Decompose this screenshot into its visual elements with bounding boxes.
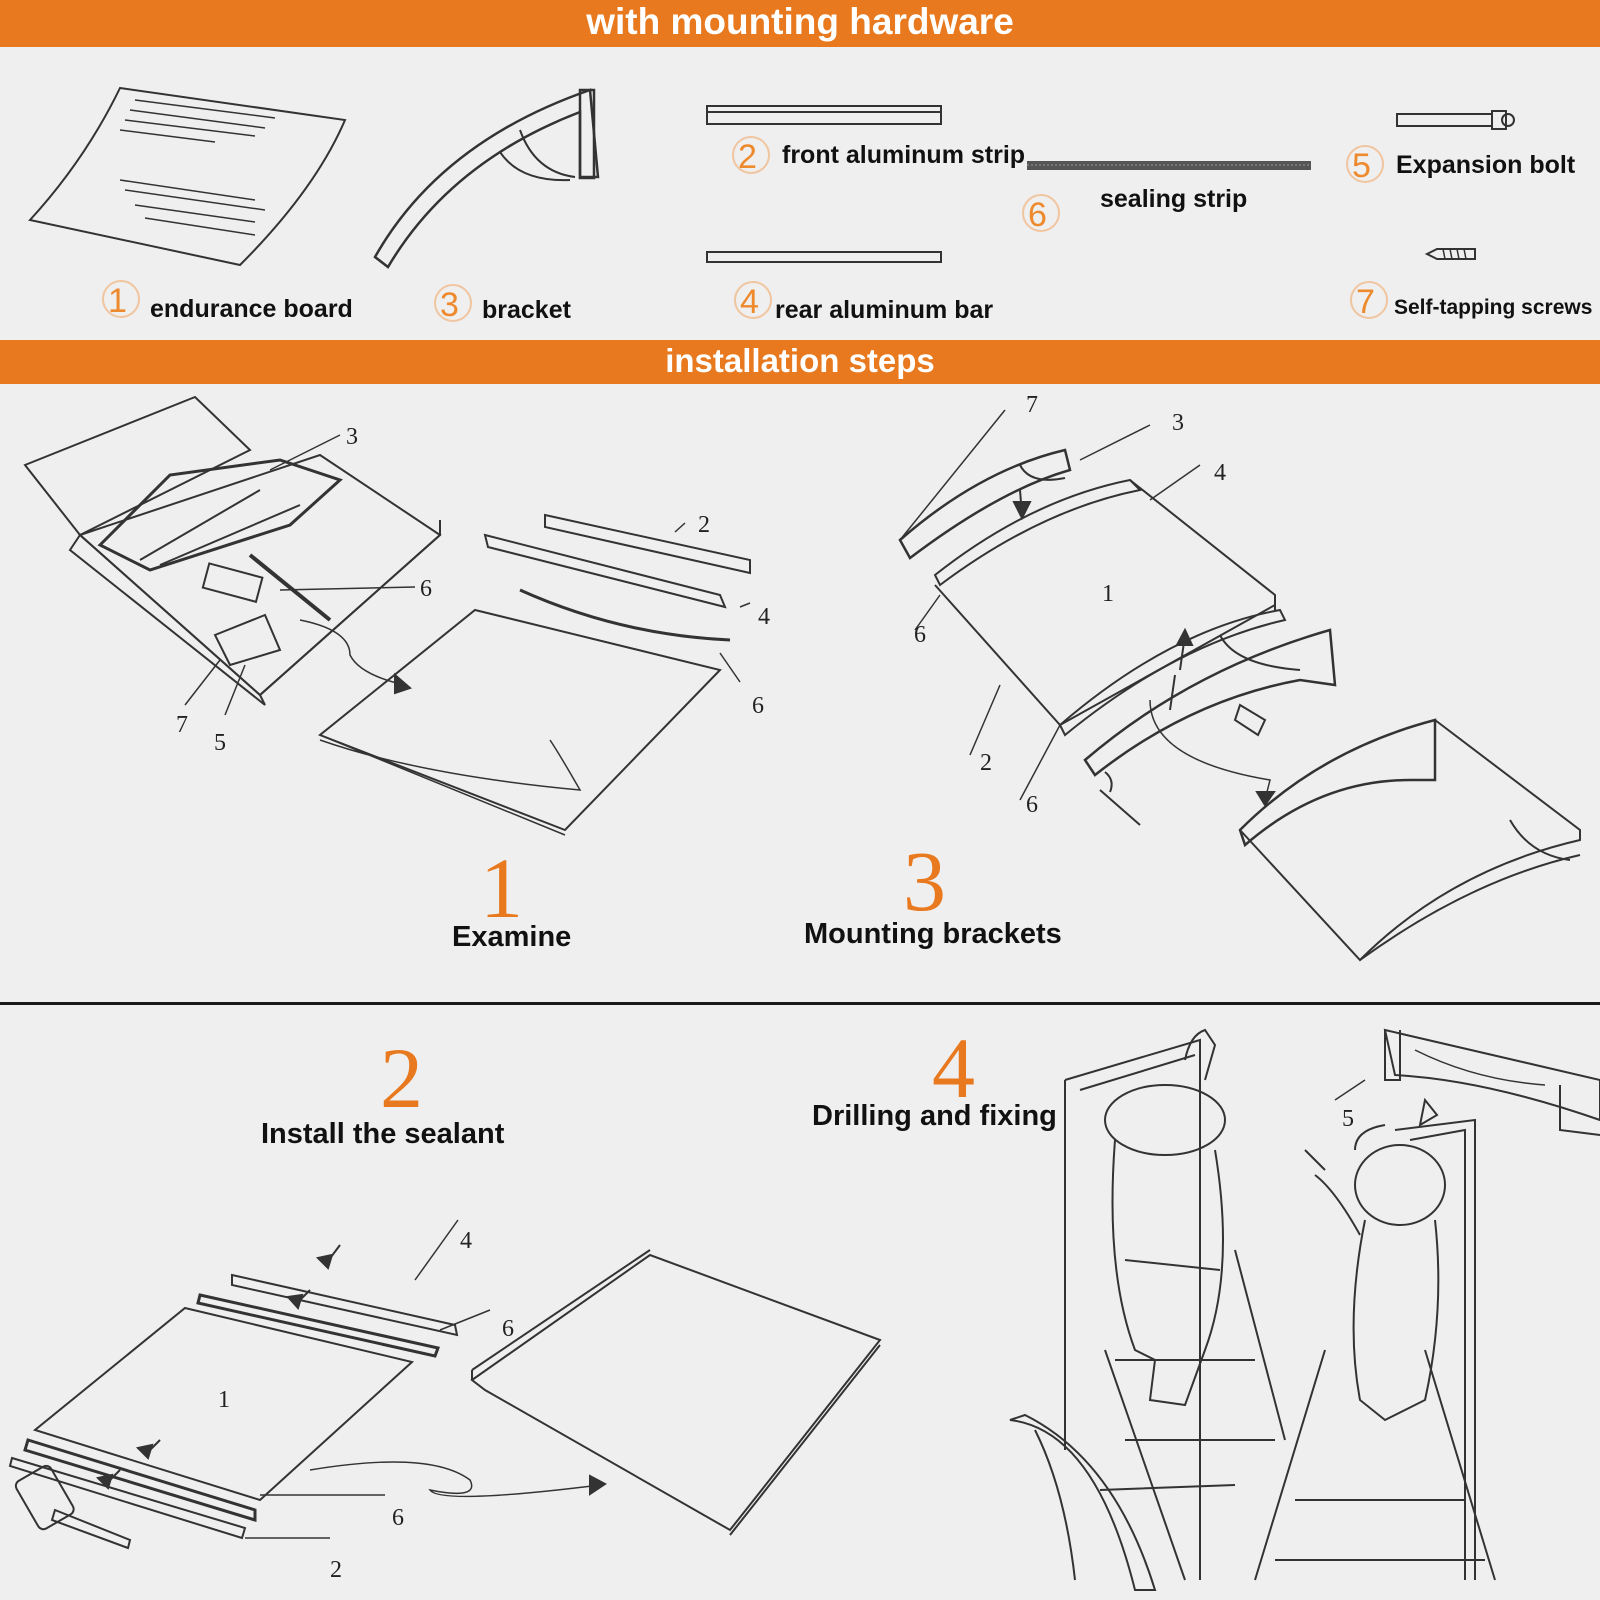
step3-callout: 7 bbox=[1026, 392, 1038, 418]
step3-callout: 1 bbox=[1102, 581, 1114, 607]
step1-callout: 4 bbox=[758, 604, 770, 630]
step1-callout: 6 bbox=[420, 576, 432, 602]
sealing-strip-drawing bbox=[1027, 161, 1311, 170]
self-tapping-screw-drawing bbox=[1424, 248, 1476, 260]
part-label-rear-aluminum-bar: rear aluminum bar bbox=[775, 296, 994, 324]
rear-aluminum-bar-drawing bbox=[706, 251, 942, 263]
part-number-6: 6 bbox=[1022, 194, 1060, 235]
step2-callout: 2 bbox=[330, 1557, 342, 1583]
step1-examine-drawing bbox=[23, 395, 751, 836]
step2-callout: 6 bbox=[392, 1505, 404, 1531]
part-number-2: 2 bbox=[732, 136, 770, 177]
step2-callout: 6 bbox=[502, 1316, 514, 1342]
part-number-7: 7 bbox=[1350, 281, 1388, 322]
step2-callout: 1 bbox=[218, 1387, 230, 1413]
front-aluminum-strip-drawing bbox=[706, 105, 942, 125]
part-number-5: 5 bbox=[1346, 145, 1384, 186]
step2-callout: 4 bbox=[460, 1228, 472, 1254]
step2-title: Install the sealant bbox=[261, 1118, 505, 1150]
section-divider bbox=[0, 1002, 1600, 1005]
part-label-expansion-bolt: Expansion bolt bbox=[1396, 151, 1576, 179]
part-label-bracket: bracket bbox=[482, 296, 571, 324]
step4-number: 4 bbox=[932, 1020, 975, 1116]
step3-callout: 6 bbox=[1026, 792, 1038, 818]
endurance-board-drawing bbox=[28, 86, 347, 267]
step3-callout: 2 bbox=[980, 750, 992, 776]
step3-mounting-drawing bbox=[898, 409, 1581, 962]
step1-callout: 6 bbox=[752, 693, 764, 719]
step2-number: 2 bbox=[380, 1030, 423, 1126]
step4-callout: 5 bbox=[1342, 1106, 1354, 1132]
part-number-3: 3 bbox=[434, 284, 472, 325]
steps-header: installation steps bbox=[0, 340, 1600, 384]
step1-callout: 7 bbox=[176, 712, 188, 738]
step3-callout: 6 bbox=[914, 622, 926, 648]
part-label-endurance-board: endurance board bbox=[150, 295, 353, 323]
part-label-front-aluminum-strip: front aluminum strip bbox=[782, 141, 1026, 169]
part-number-4: 4 bbox=[734, 281, 772, 322]
part-label-self-tapping-screws: Self-tapping screws bbox=[1394, 296, 1593, 319]
part-label-sealing-strip: sealing strip bbox=[1100, 185, 1248, 213]
expansion-bolt-drawing bbox=[1396, 110, 1515, 130]
bracket-drawing bbox=[373, 88, 600, 269]
step1-callout: 5 bbox=[214, 730, 226, 756]
step3-callout: 3 bbox=[1172, 410, 1184, 436]
part-number-1: 1 bbox=[102, 280, 140, 321]
step3-number: 3 bbox=[903, 833, 946, 929]
hardware-header: with mounting hardware bbox=[0, 0, 1600, 47]
step4-title: Drilling and fixing bbox=[812, 1100, 1057, 1132]
step4-drilling-drawing bbox=[1009, 1028, 1600, 1591]
step1-title: Examine bbox=[452, 921, 572, 953]
step3-callout: 4 bbox=[1214, 460, 1226, 486]
step3-title: Mounting brackets bbox=[804, 918, 1062, 950]
step2-sealant-drawing bbox=[8, 1219, 882, 1550]
step1-callout: 3 bbox=[346, 424, 358, 450]
step1-callout: 2 bbox=[698, 512, 710, 538]
step1-number: 1 bbox=[480, 840, 523, 936]
